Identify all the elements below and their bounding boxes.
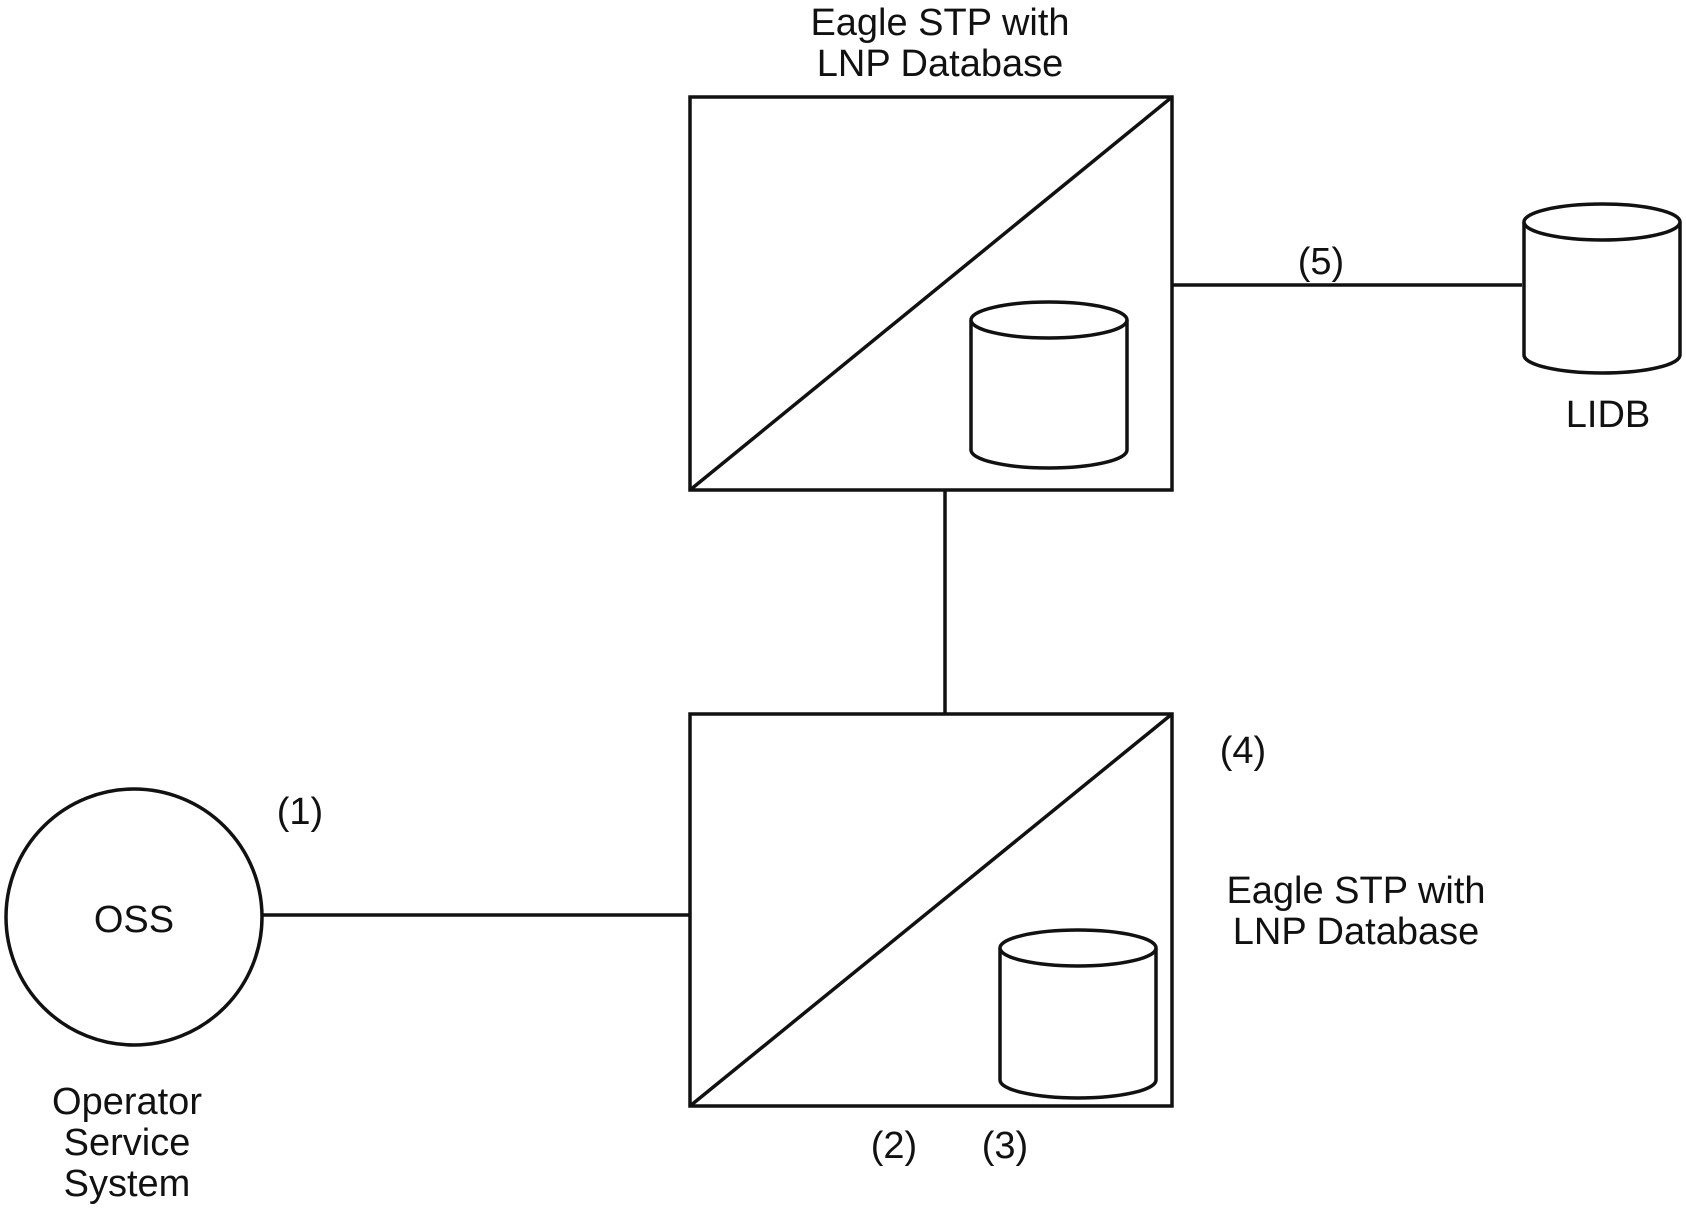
- oss-full-name-line3: System: [64, 1163, 191, 1205]
- bottom-stp-diagonal: [688, 712, 1174, 1108]
- top-stp-label-line1: Eagle STP with: [810, 2, 1069, 44]
- bottom-stp-label-line2: LNP Database: [1233, 911, 1479, 953]
- step-1-label: (1): [277, 791, 323, 833]
- bottom-stp-label-line1: Eagle STP with: [1226, 870, 1485, 912]
- step-5-label: (5): [1298, 241, 1344, 283]
- oss-full-name-line1: Operator: [52, 1081, 202, 1123]
- oss-node: OSS: [4, 787, 264, 1047]
- lidb-database-icon: [1522, 202, 1682, 375]
- bottom-stp-database-icon: [998, 928, 1158, 1100]
- step-2-label: (2): [871, 1125, 917, 1167]
- oss-label: OSS: [94, 899, 174, 941]
- step-4-label: (4): [1220, 730, 1266, 772]
- oss-circle: [4, 787, 264, 1047]
- top-stp-database-icon: [969, 300, 1129, 470]
- oss-full-name-line2: Service: [64, 1122, 191, 1164]
- top-stp-diagonal: [688, 95, 1174, 492]
- bottom-stp-node: [688, 712, 1174, 1108]
- top-stp-label-line2: LNP Database: [817, 43, 1063, 85]
- top-stp-node: [688, 95, 1174, 492]
- lidb-label: LIDB: [1566, 394, 1650, 436]
- step-3-label: (3): [982, 1125, 1028, 1167]
